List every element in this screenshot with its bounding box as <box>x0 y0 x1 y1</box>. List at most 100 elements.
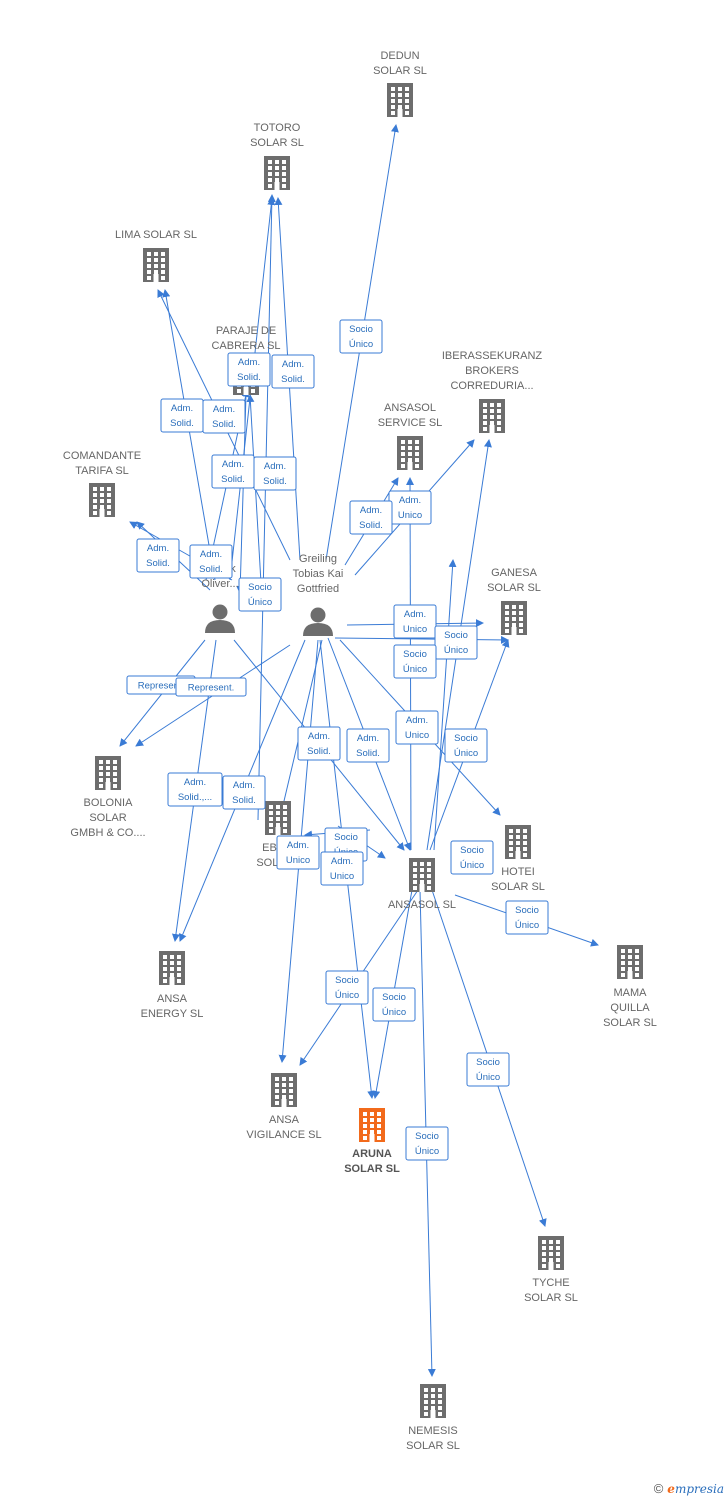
person-icon <box>303 607 333 636</box>
node-label: Tobias Kai <box>293 568 344 580</box>
relation-label-box <box>339 319 383 354</box>
node-label: EBI <box>262 842 280 854</box>
relation-label-text: Único <box>335 990 359 1001</box>
node-iberassekuranz[interactable]: IBERASSEKURANZBROKERSCORREDURIA... <box>442 350 543 433</box>
node-label: LIMA SOLAR SL <box>115 229 197 241</box>
relation-label-text: Adm. <box>360 505 382 516</box>
relation-label[interactable]: Adm.Unico <box>388 490 432 525</box>
relation-label[interactable]: Adm.Solid. <box>160 398 204 433</box>
relation-label[interactable]: Adm. Solid. <box>222 775 266 810</box>
relation-label-text: Solid. <box>221 474 245 485</box>
node-label: Greiling <box>299 553 337 565</box>
node-lima[interactable]: LIMA SOLAR SL <box>115 229 197 282</box>
node-label: DEDUN <box>380 50 419 62</box>
relation-label-box <box>320 851 364 886</box>
relation-label[interactable]: Adm.Solid. <box>227 352 271 387</box>
relation-label-text: Solid. <box>263 476 287 487</box>
relation-label[interactable]: Adm.Solid. <box>271 354 315 389</box>
relation-label-text: Socio <box>444 630 468 641</box>
node-ansasol[interactable]: ANSASOL SL <box>388 858 456 911</box>
building-icon <box>264 156 290 190</box>
relation-label-text: Solid. <box>170 418 194 429</box>
building-icon <box>409 858 435 892</box>
relation-label-text: Adm. <box>147 543 169 554</box>
relation-label-text: Único <box>444 645 468 656</box>
node-label: Gottfried <box>297 583 339 595</box>
relation-label-box <box>202 399 246 434</box>
relation-label-text: Represent. <box>138 681 184 692</box>
node-oliver[interactable]: kOliver... <box>201 563 239 633</box>
relation-label-text: Solid. <box>212 419 236 430</box>
relation-label-box <box>466 1052 510 1087</box>
relation-label[interactable]: Adm.Solid.,... <box>167 772 223 807</box>
building-icon <box>159 951 185 985</box>
relation-label-text: Solid. <box>232 795 256 806</box>
relation-label[interactable]: Adm.Solid. <box>346 728 390 763</box>
node-ansasol-service[interactable]: ANSASOL SERVICE SL <box>378 402 443 470</box>
relation-label-text: Socio <box>415 1131 439 1142</box>
relation-label-box <box>297 726 341 761</box>
relation-label[interactable]: Adm.Unico <box>276 835 320 870</box>
relation-label-text: Socio <box>382 992 406 1003</box>
relation-label-box <box>444 728 488 763</box>
relation-label[interactable]: Adm.Solid. <box>202 399 246 434</box>
relation-label[interactable]: Adm.Solid. <box>211 454 255 489</box>
node-label: VIGILANCE SL <box>246 1129 321 1141</box>
relation-label-text: Adm. <box>282 359 304 370</box>
node-label: TYCHE <box>532 1277 569 1289</box>
relation-label-box <box>325 970 369 1005</box>
relation-label[interactable]: Adm.Unico <box>320 851 364 886</box>
relation-label-text: Único <box>476 1072 500 1083</box>
brand-logo[interactable]: empresia <box>667 1482 724 1496</box>
relation-label[interactable]: Adm.Unico <box>393 604 437 639</box>
relation-label[interactable]: Adm.Solid. <box>297 726 341 761</box>
relation-label[interactable]: Represent. <box>175 677 247 697</box>
relation-label-text: Adm. <box>200 549 222 560</box>
relation-label[interactable]: Adm.Solid. <box>349 500 393 535</box>
relation-label-text: Adm. <box>238 357 260 368</box>
relation-label-text: Socio <box>515 905 539 916</box>
node-label: CABRERA SL <box>211 340 280 352</box>
relation-label-text: Socio <box>248 582 272 593</box>
node-label: NEMESIS <box>408 1425 458 1437</box>
relation-label-text: Unico <box>286 855 310 866</box>
node-label: SERVICE SL <box>378 417 443 429</box>
node-label: SOLAR SL <box>603 1017 657 1029</box>
relation-label-text: Socio <box>403 649 427 660</box>
relation-label[interactable]: Adm.Unico <box>395 710 439 745</box>
relation-label-text: Único <box>403 664 427 675</box>
relation-label[interactable]: Adm.Solid. <box>189 544 233 579</box>
relation-label-text: Adm. <box>233 780 255 791</box>
relation-label-text: Adm. <box>184 777 206 788</box>
node-label: ANSASOL <box>384 402 436 414</box>
building-icon <box>359 1108 385 1142</box>
relation-label[interactable]: Adm.Solid. <box>253 456 297 491</box>
relation-label-text: Socio <box>349 324 373 335</box>
relation-label[interactable]: Adm.Solid. <box>136 538 180 573</box>
